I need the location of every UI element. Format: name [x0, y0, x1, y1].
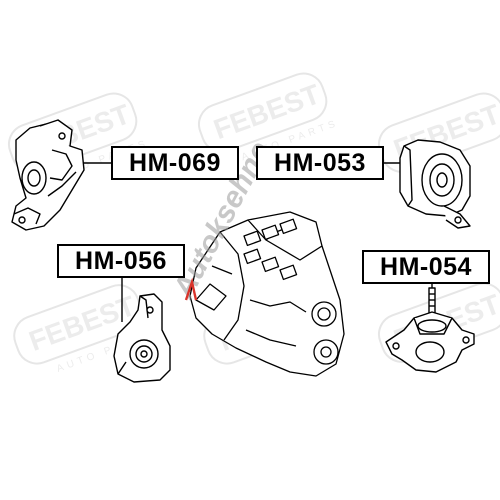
- part-hm-069-drawing: [11, 119, 85, 231]
- part-label-hm-069: HM-069: [111, 146, 239, 180]
- part-label-hm-054: HM-054: [362, 250, 490, 284]
- part-hm-056-drawing: [113, 293, 171, 383]
- overlay-accent-mark: [184, 277, 198, 301]
- part-label-hm-056: HM-056: [57, 244, 185, 278]
- part-hm-054-drawing: [385, 287, 475, 373]
- part-hm-053-drawing: [399, 139, 471, 229]
- engine-block-drawing: [189, 211, 345, 377]
- part-label-hm-053: HM-053: [256, 146, 384, 180]
